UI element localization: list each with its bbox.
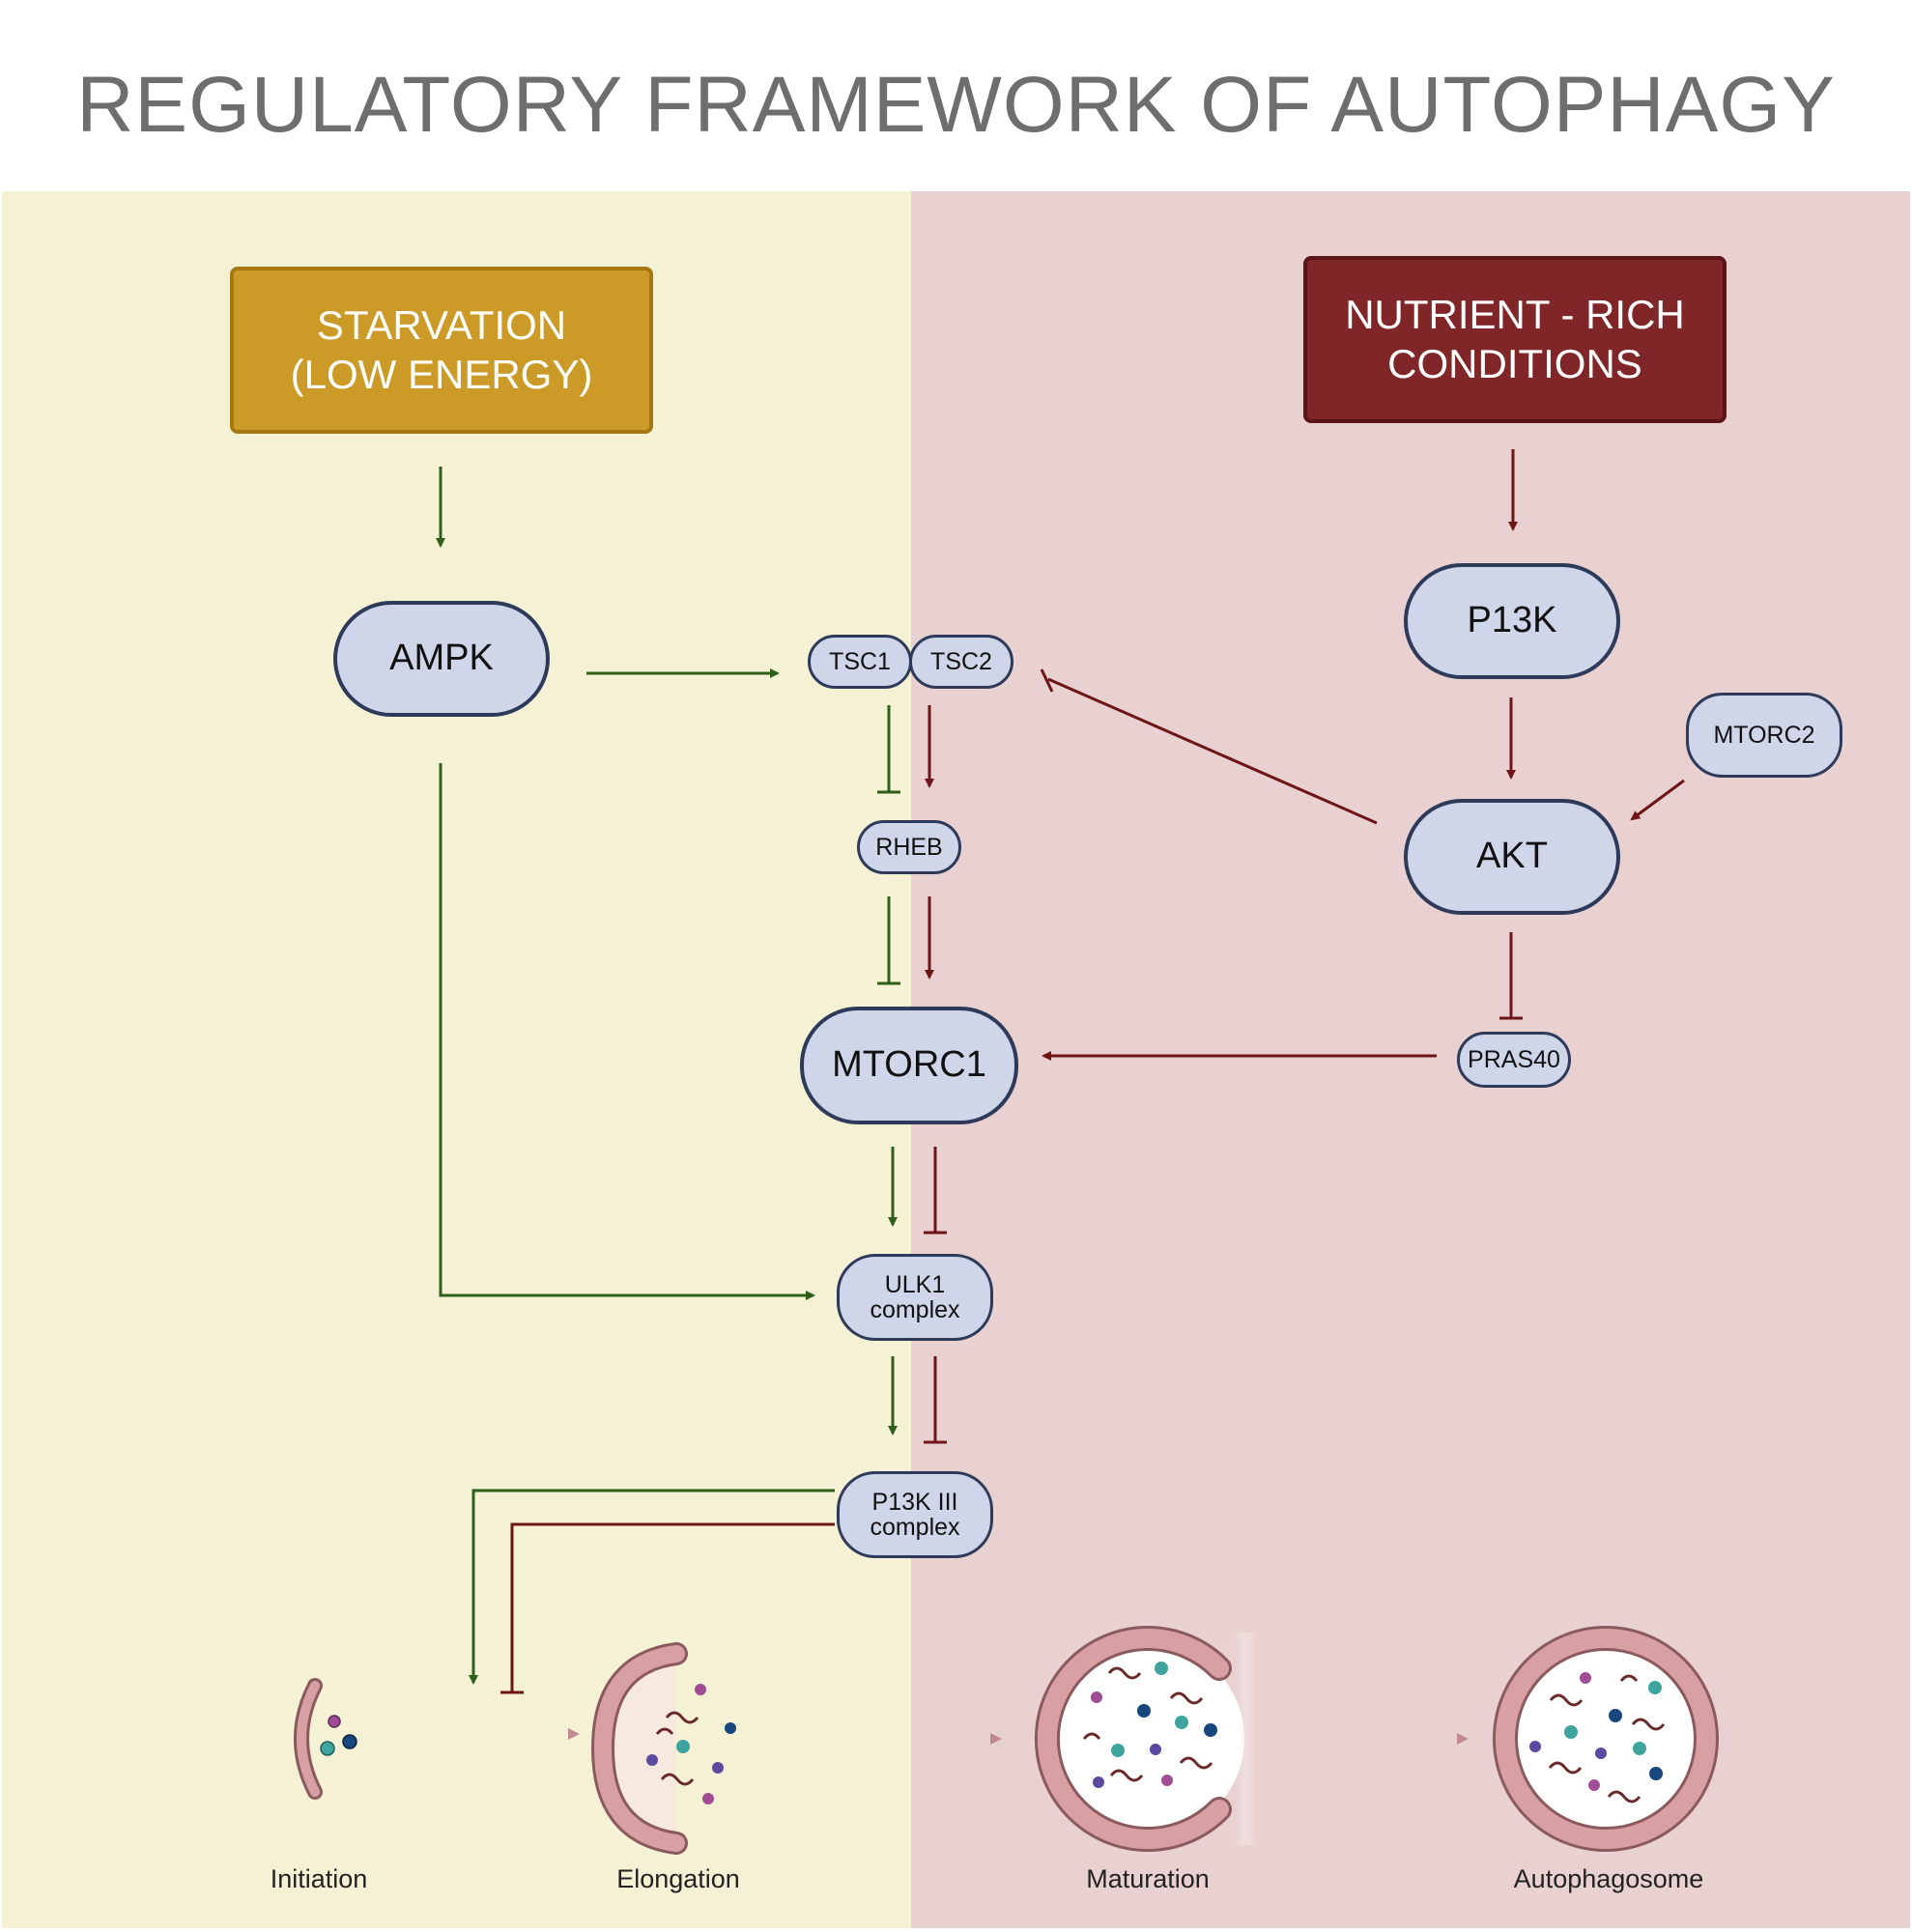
red-arrows (500, 449, 1685, 1694)
autophagosome-vesicle (1493, 1626, 1719, 1852)
stage-label-elongation: Elongation (616, 1864, 740, 1893)
stage-label-initiation: Initiation (270, 1864, 368, 1893)
mtorc1-node: MTORC1 (800, 1007, 1018, 1124)
mtorc2-node: MTORC2 (1686, 693, 1842, 778)
stage-label-maturation: Maturation (1086, 1864, 1210, 1893)
ulk1-complex-node: ULK1 complex (837, 1254, 993, 1341)
elongation-membrane (590, 1642, 736, 1855)
stage-label-autophagosome: Autophagosome (1513, 1864, 1704, 1893)
page-title: REGULATORY FRAMEWORK OF AUTOPHAGY (76, 61, 1836, 149)
starvation-panel (2, 191, 911, 1928)
nutrient-rich-panel (911, 191, 1910, 1928)
p13k-node: P13K (1404, 563, 1620, 679)
nutrient-rich-condition-box: NUTRIENT - RICH CONDITIONS (1303, 256, 1727, 423)
maturation-vesicle (1034, 1626, 1256, 1852)
tsc1-node: TSC1 (808, 635, 912, 689)
ampk-node: AMPK (333, 601, 550, 717)
tsc2-node: TSC2 (909, 635, 1013, 689)
green-arrows (436, 467, 900, 1685)
initiation-phagophore (294, 1678, 357, 1800)
stage-arrows (385, 1728, 1469, 1745)
starvation-condition-box: STARVATION (LOW ENERGY) (230, 267, 653, 434)
pras40-node: PRAS40 (1457, 1032, 1571, 1088)
rheb-node: RHEB (857, 820, 961, 874)
akt-node: AKT (1404, 799, 1620, 915)
p13k-iii-complex-node: P13K III complex (837, 1471, 993, 1558)
